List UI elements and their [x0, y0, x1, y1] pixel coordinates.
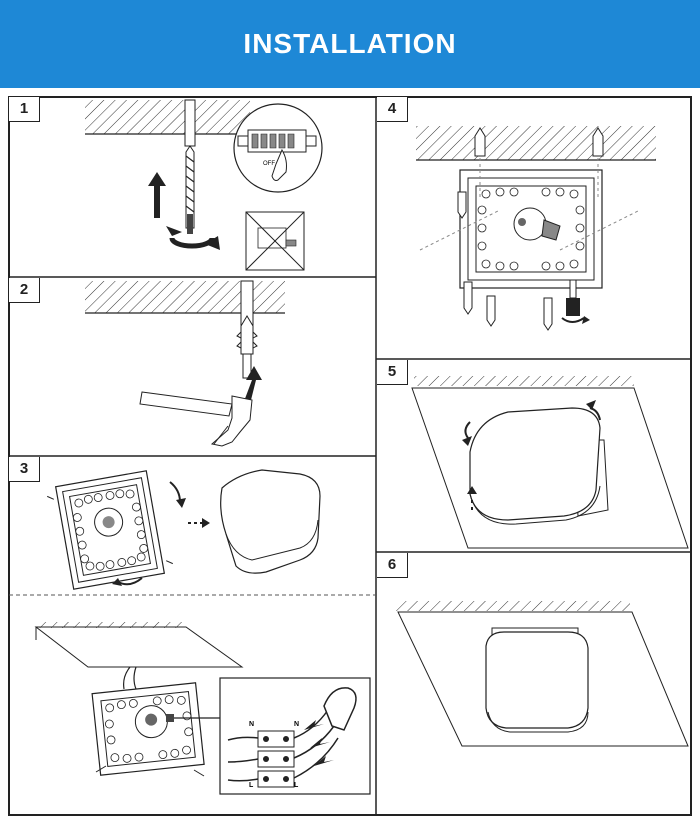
title-banner: INSTALLATION — [0, 0, 700, 88]
wire-label-l-1: L — [249, 782, 254, 789]
wire-label-n-1: N — [249, 721, 255, 728]
wire-label-n-2: N — [294, 721, 300, 728]
step-5-number: 5 — [377, 360, 408, 385]
step-6-number: 6 — [377, 553, 408, 578]
step-2-number: 2 — [9, 278, 40, 303]
step-3-number: 3 — [9, 457, 40, 482]
step-1-number: 1 — [9, 97, 40, 122]
step-4-number: 4 — [377, 97, 408, 122]
page-title: INSTALLATION — [243, 28, 457, 59]
switch-off-label: OFF — [263, 161, 275, 167]
wire-label-l-2: L — [294, 782, 299, 789]
